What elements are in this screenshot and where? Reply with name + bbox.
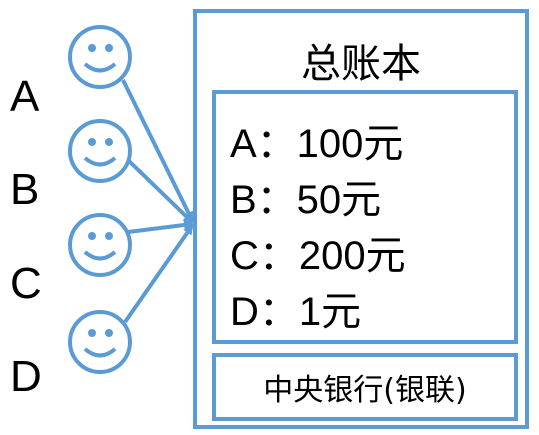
- user-label-d: D: [10, 352, 42, 401]
- smiley-face-icon: [68, 213, 132, 277]
- balance-row-c: C：200元: [230, 234, 406, 278]
- arrow-c: [127, 220, 194, 234]
- ledger-title: 总账本: [301, 41, 421, 87]
- balance-row-d: D：1元: [230, 290, 362, 334]
- general-ledger-box: 总账本 A：100元 B：50元 C：200元 D：1元 中央银行(银联): [193, 9, 529, 429]
- smiley-face-icon: [68, 310, 132, 374]
- smiley-face-icon: [68, 119, 132, 183]
- user-label-c: C: [10, 259, 42, 308]
- arrow-d: [123, 224, 194, 324]
- central-bank-box: 中央银行(银联): [212, 353, 518, 421]
- smiley-face-icon: [68, 25, 132, 89]
- balances-box: A：100元 B：50元 C：200元 D：1元: [212, 90, 518, 344]
- connection-arrows: [121, 79, 194, 324]
- arrow-b: [126, 158, 194, 224]
- balance-row-a: A：100元: [230, 122, 404, 166]
- arrow-a: [121, 79, 194, 222]
- user-label-b: B: [10, 165, 40, 214]
- user-label-a: A: [10, 72, 40, 121]
- balance-row-b: B：50元: [230, 178, 382, 222]
